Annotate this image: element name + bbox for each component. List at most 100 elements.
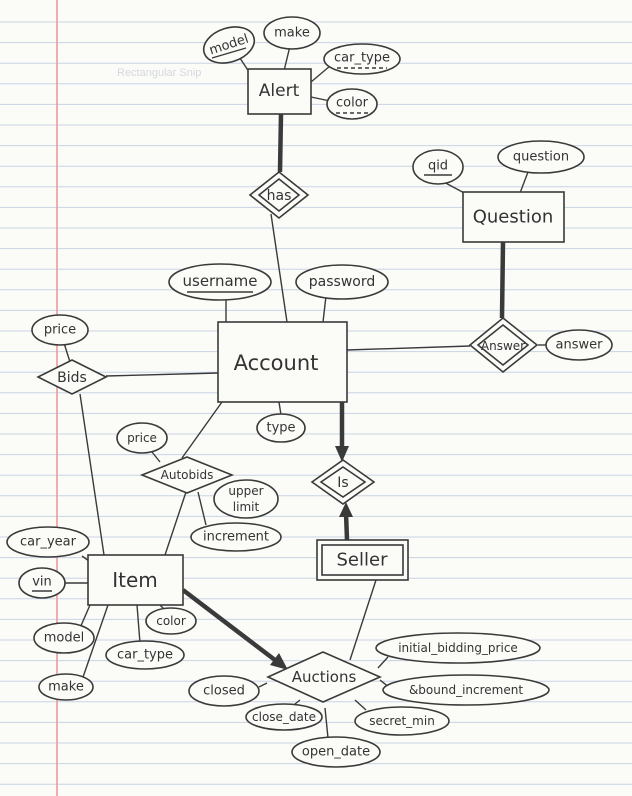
attribute-answer-label: answer (556, 338, 604, 353)
edge-question-answer (499, 241, 506, 319)
attribute-bids-price: price (31, 314, 89, 346)
edge-item-auctions-arrowhead (270, 653, 288, 670)
attribute-increment-label: increment (203, 530, 269, 545)
entity-seller: Seller (316, 539, 409, 581)
relationship-has: has (248, 170, 310, 220)
relationship-bids: Bids (36, 359, 108, 395)
edge-account-bids (105, 372, 219, 377)
attribute-car-year-label: car_year (20, 535, 77, 550)
relationship-is-inner-diamond (319, 466, 367, 498)
relationship-auctions: Auctions (266, 651, 382, 703)
attribute-autobids-price: price (116, 422, 168, 454)
edge-auctions-secret-min (354, 699, 367, 711)
attribute-item-model: model (33, 622, 95, 654)
attribute-answer: answer (545, 329, 613, 361)
relationship-bids-diamond (36, 359, 108, 395)
attribute-initial-bidding-price-label: initial_bidding_price (398, 641, 518, 655)
attribute-alert-color: color (326, 88, 378, 120)
attribute-autobids-price-label: price (127, 431, 157, 445)
attribute-secret-min: secret_min (354, 706, 450, 736)
entity-item-box (87, 554, 184, 606)
entity-seller-label: Seller (337, 550, 389, 571)
attribute-closed-label: closed (203, 684, 245, 699)
attribute-alert-car-type-label: car_type (334, 51, 390, 66)
attribute-item-car-type-label: car_type (117, 648, 173, 663)
edge-seller-is (343, 512, 350, 541)
entity-account-label: Account (234, 351, 319, 375)
relationship-is-label: Is (337, 475, 348, 491)
attribute-item-color: color (145, 607, 197, 635)
attribute-open-date: open_date (291, 736, 381, 768)
attribute-upper-limit: upper limit (213, 479, 279, 519)
entity-item-label: Item (112, 568, 158, 592)
attribute-increment: increment (190, 522, 282, 552)
entity-question-label: Question (473, 207, 554, 228)
edge-alert-has (277, 113, 284, 173)
entity-question-box (462, 191, 565, 243)
attribute-item-make: make (38, 673, 94, 701)
attribute-type-label: type (266, 421, 295, 436)
attribute-question-label: question (513, 150, 569, 165)
edges (63, 45, 550, 739)
edge-has-account (270, 213, 288, 323)
edge-auctions-closed (258, 682, 268, 688)
edge-account-password (322, 295, 327, 323)
edge-alert-car-type (310, 65, 331, 83)
attribute-password-label: password (309, 274, 375, 290)
attribute-upper-limit-label-line1: upper (228, 484, 263, 498)
edge-question-question (519, 171, 529, 194)
edge-autobids-increment (197, 491, 207, 526)
attribute-close-date: close_date (245, 703, 323, 731)
attribute-alert-car-type: car_type (323, 43, 401, 75)
edge-item-make (81, 604, 109, 681)
edge-account-is-arrowhead (335, 446, 349, 462)
attribute-vin-label: vin (32, 575, 52, 590)
attribute-bound-increment: &bound_increment (382, 674, 550, 706)
attribute-question: question (497, 140, 585, 174)
attribute-car-year: car_year (6, 526, 90, 558)
edge-bids-item (79, 393, 105, 556)
attribute-item-make-label: make (48, 680, 84, 695)
entity-seller-inner-box (321, 544, 404, 576)
attribute-item-color-label: color (156, 614, 186, 628)
entity-item: Item (87, 554, 184, 606)
entity-account-box (217, 321, 348, 403)
attribute-bids-price-label: price (44, 323, 76, 338)
relationship-autobids-label: Autobids (161, 468, 214, 482)
relationship-bids-label: Bids (57, 370, 87, 386)
edge-item-car-type (136, 604, 141, 644)
relationship-auctions-label: Auctions (292, 668, 357, 686)
attribute-qid-label: qid (428, 159, 448, 174)
attribute-alert-make: make (263, 16, 321, 50)
attribute-alert-color-label: color (336, 96, 369, 111)
entity-alert: Alert (247, 68, 312, 115)
attribute-upper-limit-label-line2: limit (233, 500, 260, 514)
edge-seller-is-arrowhead (339, 502, 353, 517)
edge-autobids-item (164, 491, 187, 556)
edge-alert-color (310, 96, 331, 102)
entity-alert-label: Alert (259, 81, 300, 101)
attribute-initial-bidding-price: initial_bidding_price (375, 632, 541, 664)
attribute-close-date-label: close_date (252, 710, 316, 724)
attribute-qid: qid (412, 149, 464, 185)
attribute-alert-model-underline (211, 47, 247, 59)
edge-autobids-price (151, 451, 161, 463)
relationship-answer-inner-diamond (476, 323, 530, 367)
edge-seller-auctions (349, 579, 377, 661)
edge-account-autobids (181, 401, 223, 459)
edge-account-type (278, 401, 282, 416)
relationship-has-label: has (267, 188, 292, 204)
attribute-secret-min-label: secret_min (369, 714, 435, 728)
attribute-alert-make-label: make (274, 26, 310, 41)
attribute-vin: vin (18, 567, 66, 599)
edge-bids-price (63, 342, 71, 363)
attribute-username-label: username (183, 272, 258, 290)
edge-account-answer (346, 345, 471, 351)
attribute-username: username (168, 263, 272, 301)
relationship-answer-label: Answer (481, 339, 525, 353)
edge-auctions-initial-bidding-price (377, 656, 389, 669)
attribute-alert-model: model (202, 26, 256, 64)
attribute-password: password (295, 264, 389, 300)
